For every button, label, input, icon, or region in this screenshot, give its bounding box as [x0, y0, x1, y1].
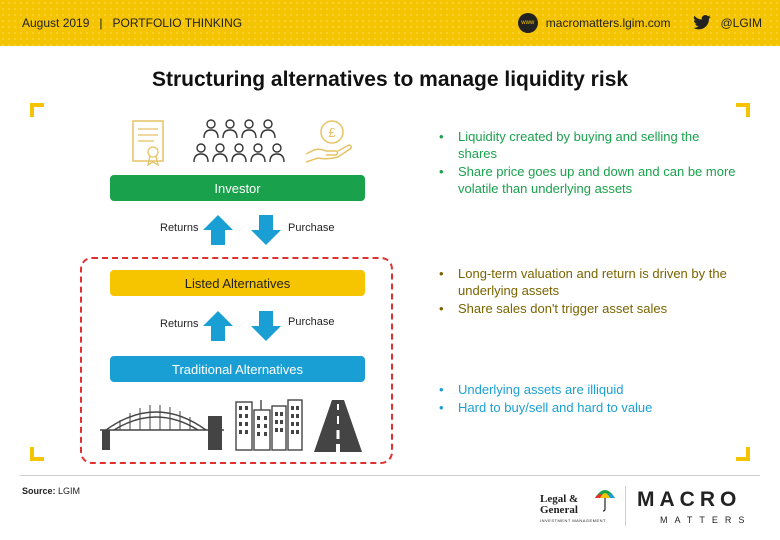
list-item: Share price goes up and down and can be …	[436, 163, 736, 197]
list-item: Share sales don't trigger asset sales	[436, 300, 736, 317]
legal-general-logo: Legal & General INVESTMENT MANAGEMENT	[540, 484, 618, 530]
lg-logo-sub: INVESTMENT MANAGEMENT	[540, 518, 606, 523]
returns-label-upper: Returns	[160, 222, 199, 234]
investor-bullets: Liquidity created by buying and selling …	[436, 128, 736, 198]
hand-pound-coin-icon: £	[305, 120, 353, 163]
svg-text:£: £	[328, 125, 336, 140]
investor-label: Investor	[214, 180, 261, 196]
corner-bracket-bottom-left	[30, 447, 44, 461]
header-left: August 2019 | PORTFOLIO THINKING	[22, 16, 242, 30]
listed-alternatives-bar: Listed Alternatives	[110, 270, 365, 296]
arrow-down-purchase-upper	[251, 215, 281, 245]
source-note: Source: LGIM	[22, 486, 80, 496]
header-date: August 2019	[22, 16, 90, 30]
investor-bar: Investor	[110, 175, 365, 201]
header-section: PORTFOLIO THINKING	[112, 16, 243, 30]
list-item: Hard to buy/sell and hard to value	[436, 399, 736, 416]
list-item: Underlying assets are illiquid	[436, 381, 736, 398]
source-label: Source:	[22, 486, 56, 496]
traditional-bullets: Underlying assets are illiquid Hard to b…	[436, 381, 736, 417]
corner-bracket-top-right	[736, 103, 750, 117]
purchase-label-lower: Purchase	[288, 316, 335, 328]
purchase-label-upper: Purchase	[288, 222, 335, 234]
city-buildings-icon	[235, 399, 303, 451]
traditional-alternatives-bar: Traditional Alternatives	[110, 356, 365, 382]
people-group-icon	[193, 119, 285, 163]
lg-logo-text: Legal & General	[540, 493, 579, 516]
header-separator: |	[99, 16, 103, 30]
corner-bracket-bottom-right	[736, 447, 750, 461]
arrow-up-returns-upper	[203, 215, 233, 245]
list-item: Long-term valuation and return is driven…	[436, 265, 736, 299]
traditional-alternatives-label: Traditional Alternatives	[171, 361, 304, 377]
listed-traditional-group-box	[80, 257, 393, 464]
page-title: Structuring alternatives to manage liqui…	[151, 68, 629, 91]
arrow-down-purchase-lower	[251, 311, 281, 341]
header-website-link[interactable]: macromatters.lgim.com	[545, 16, 671, 30]
macro-logo: MACRO	[637, 488, 742, 511]
source-value: LGIM	[58, 486, 81, 496]
returns-label-lower: Returns	[160, 318, 199, 330]
list-item: Liquidity created by buying and selling …	[436, 128, 736, 162]
corner-bracket-top-left	[30, 103, 44, 117]
arrow-up-returns-lower	[203, 311, 233, 341]
footer-divider	[20, 475, 760, 476]
logo-separator	[625, 486, 626, 526]
certificate-icon	[132, 120, 164, 166]
globe-www-icon: www	[517, 13, 538, 33]
header-bar: August 2019 | PORTFOLIO THINKING www mac…	[0, 0, 780, 46]
road-icon	[314, 400, 362, 452]
bridge-icon	[100, 405, 224, 450]
umbrella-icon	[595, 490, 615, 512]
listed-bullets: Long-term valuation and return is driven…	[436, 265, 736, 318]
listed-alternatives-label: Listed Alternatives	[184, 275, 291, 291]
header-twitter-handle[interactable]: @LGIM	[720, 16, 762, 30]
matters-logo: MATTERS	[660, 515, 752, 525]
twitter-icon[interactable]	[692, 15, 712, 31]
header-right: www macromatters.lgim.com @LGIM	[517, 13, 762, 33]
